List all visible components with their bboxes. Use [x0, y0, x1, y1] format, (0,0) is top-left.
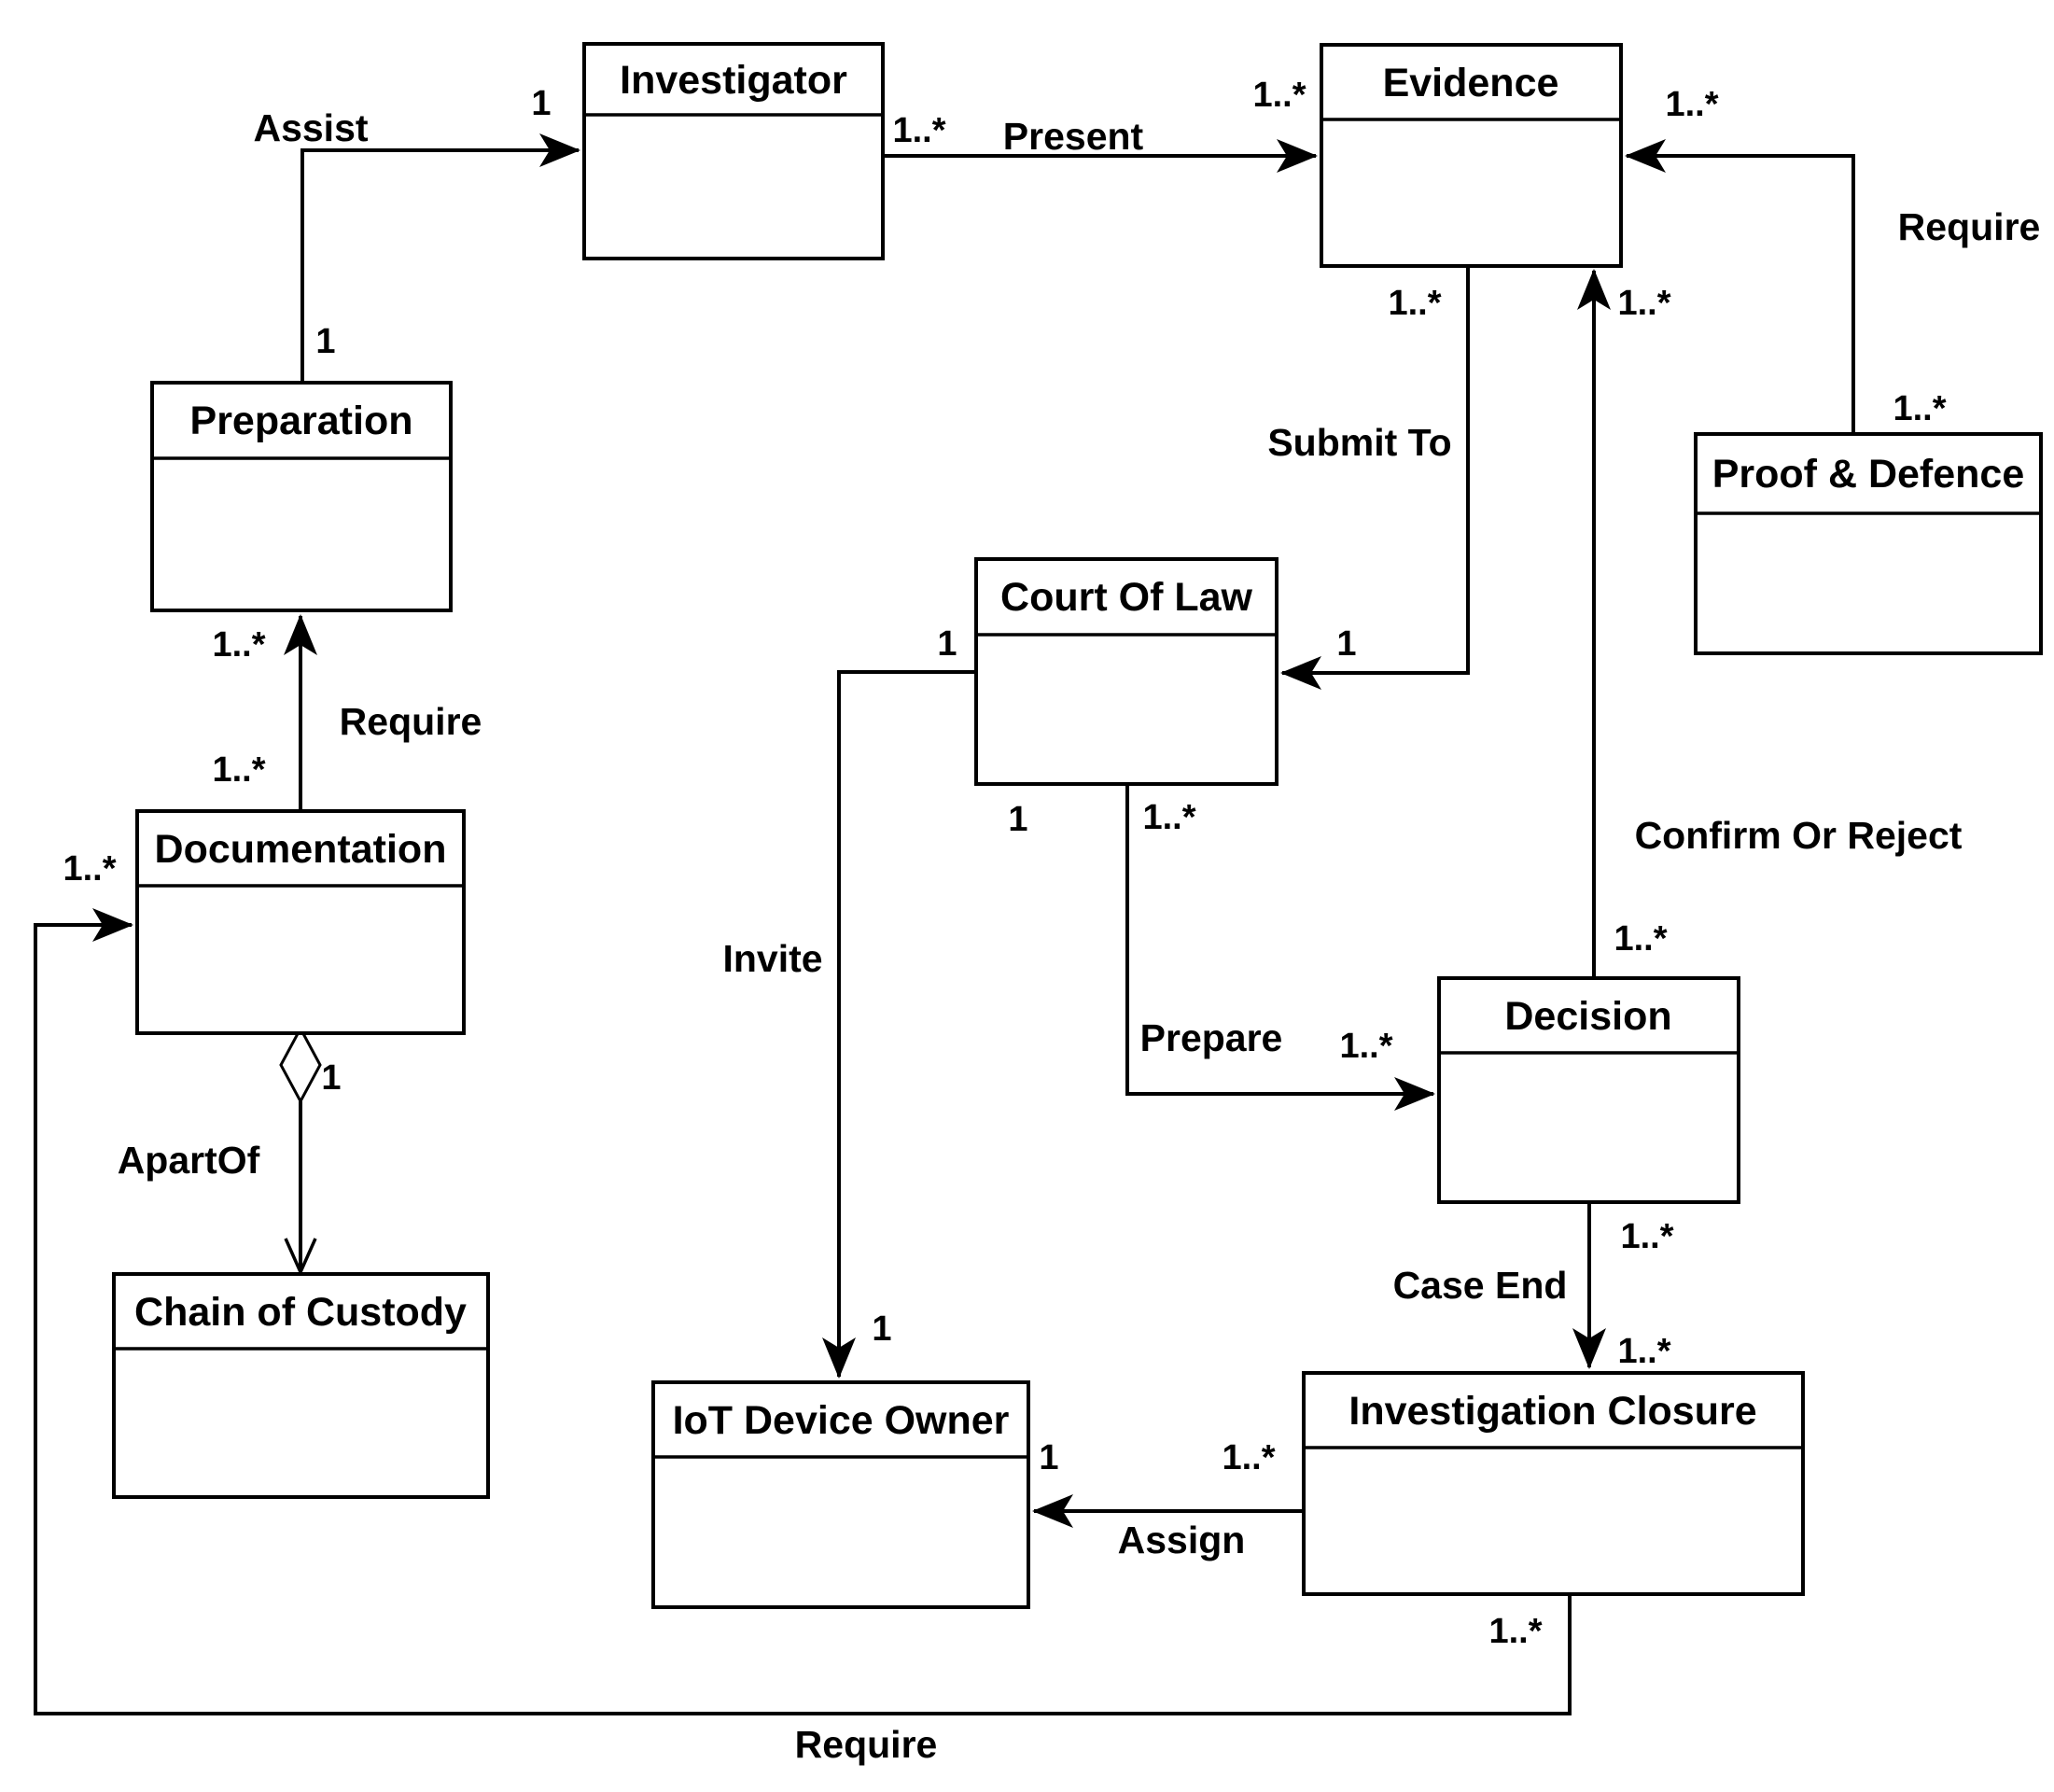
association-require-evidence-target-multiplicity: 1..*	[1665, 85, 1718, 124]
association-submit-to-target-multiplicity: 1	[1336, 624, 1356, 664]
association-require-documentation-target-multiplicity: 1..*	[63, 849, 116, 889]
class-box	[651, 1380, 1030, 1609]
association-submit-to-source-multiplicity: 1..*	[1388, 284, 1441, 323]
association-present-source-multiplicity: 1..*	[892, 111, 945, 150]
association-case-end-label: Case End	[1393, 1264, 1568, 1307]
association-require-preparation-target-multiplicity: 1..*	[212, 625, 265, 665]
class-investigation-closure: Investigation Closure	[1302, 1371, 1805, 1596]
class-title: Documentation	[155, 827, 447, 872]
association-case-end-source-multiplicity: 1..*	[1620, 1217, 1673, 1256]
class-title: Investigator	[620, 58, 847, 103]
association-require-documentation-line	[34, 908, 1572, 1715]
association-assist: Assist 1 1	[253, 84, 580, 383]
association-apart-of-source-multiplicity: 1	[321, 1058, 341, 1098]
association-apart-of-label: ApartOf	[118, 1139, 260, 1182]
association-case-end: Case End 1..* 1..*	[1393, 1202, 1674, 1371]
association-require-evidence-source-multiplicity: 1..*	[1893, 389, 1946, 428]
association-submit-to-line	[1280, 266, 1470, 690]
class-box	[1694, 432, 2043, 655]
association-confirm-or-reject-target-multiplicity: 1..*	[1617, 284, 1670, 323]
class-box	[1437, 976, 1740, 1204]
class-court-of-law: Court Of Law	[974, 557, 1279, 786]
association-prepare-source-multiplicity: 1	[1008, 800, 1027, 839]
class-chain-of-custody: Chain of Custody	[112, 1272, 490, 1499]
association-present-target-multiplicity: 1..*	[1252, 76, 1306, 115]
class-title: Decision	[1504, 994, 1671, 1039]
association-confirm-or-reject-label: Confirm Or Reject	[1635, 814, 1963, 857]
class-box	[135, 809, 466, 1035]
association-case-end-target-multiplicity: 1..*	[1617, 1332, 1670, 1371]
association-assign-target-multiplicity: 1	[1039, 1438, 1058, 1477]
association-require-evidence-label: Require	[1898, 205, 2041, 248]
association-prepare-source-multiplicity-secondary: 1..*	[1142, 798, 1195, 837]
class-box	[1320, 43, 1623, 268]
association-confirm-or-reject-source-multiplicity: 1..*	[1614, 919, 1667, 959]
association-assign-source-multiplicity: 1..*	[1222, 1438, 1275, 1477]
association-invite: Invite 1 1	[722, 624, 976, 1379]
association-require-documentation-source-multiplicity: 1..*	[1488, 1612, 1542, 1651]
association-assist-label: Assist	[253, 106, 368, 149]
association-confirm-or-reject: Confirm Or Reject 1..* 1..*	[1577, 269, 1963, 978]
association-present-label: Present	[1003, 115, 1144, 158]
class-documentation: Documentation	[135, 809, 466, 1035]
association-assist-source-multiplicity: 1	[315, 322, 335, 361]
class-iot-device-owner: IoT Device Owner	[651, 1380, 1030, 1609]
class-preparation: Preparation	[150, 381, 453, 612]
class-title: Evidence	[1383, 61, 1559, 105]
association-apart-of: ApartOf 1	[118, 1025, 342, 1277]
class-box	[150, 381, 453, 612]
class-title: Investigation Closure	[1348, 1389, 1756, 1434]
association-assist-line	[300, 133, 580, 383]
class-proof-and-defence: Proof & Defence	[1694, 432, 2043, 655]
aggregation-diamond-icon	[279, 1025, 322, 1105]
association-require-documentation-label: Require	[795, 1723, 938, 1766]
class-title: Chain of Custody	[134, 1290, 467, 1335]
association-require-documentation: Require 1..* 1..*	[34, 849, 1572, 1766]
association-present: Present 1..* 1..*	[883, 76, 1318, 173]
class-title: Proof & Defence	[1712, 452, 2025, 497]
class-box	[112, 1272, 490, 1499]
class-title: IoT Device Owner	[673, 1398, 1010, 1443]
association-prepare-line	[1125, 784, 1435, 1111]
class-decision: Decision	[1437, 976, 1740, 1204]
association-prepare-target-multiplicity: 1..*	[1339, 1027, 1392, 1066]
association-invite-line	[822, 670, 976, 1379]
class-box	[1302, 1371, 1805, 1596]
association-assist-target-multiplicity: 1	[531, 84, 551, 123]
class-investigator: Investigator	[582, 42, 885, 260]
association-submit-to: Submit To 1..* 1	[1267, 266, 1470, 690]
class-title: Court Of Law	[1000, 575, 1252, 620]
association-require-preparation-source-multiplicity: 1..*	[212, 750, 265, 790]
class-box	[582, 42, 885, 260]
association-invite-label: Invite	[722, 937, 822, 980]
class-title: Preparation	[190, 399, 413, 443]
association-submit-to-label: Submit To	[1267, 421, 1451, 464]
association-assign-label: Assign	[1118, 1519, 1246, 1561]
association-invite-source-multiplicity: 1	[937, 624, 957, 664]
association-require-evidence-line	[1625, 139, 1855, 434]
association-assign: Assign 1..* 1	[1032, 1438, 1304, 1561]
association-invite-target-multiplicity: 1	[872, 1309, 891, 1349]
class-evidence: Evidence	[1320, 43, 1623, 268]
association-prepare: Prepare 1 1..* 1..*	[1008, 784, 1435, 1111]
association-require-preparation-label: Require	[340, 700, 482, 743]
class-box	[974, 557, 1279, 786]
association-require-evidence: Require 1..* 1..*	[1625, 85, 2041, 434]
association-prepare-label: Prepare	[1140, 1016, 1283, 1059]
association-require-preparation: Require 1..* 1..*	[212, 614, 482, 811]
